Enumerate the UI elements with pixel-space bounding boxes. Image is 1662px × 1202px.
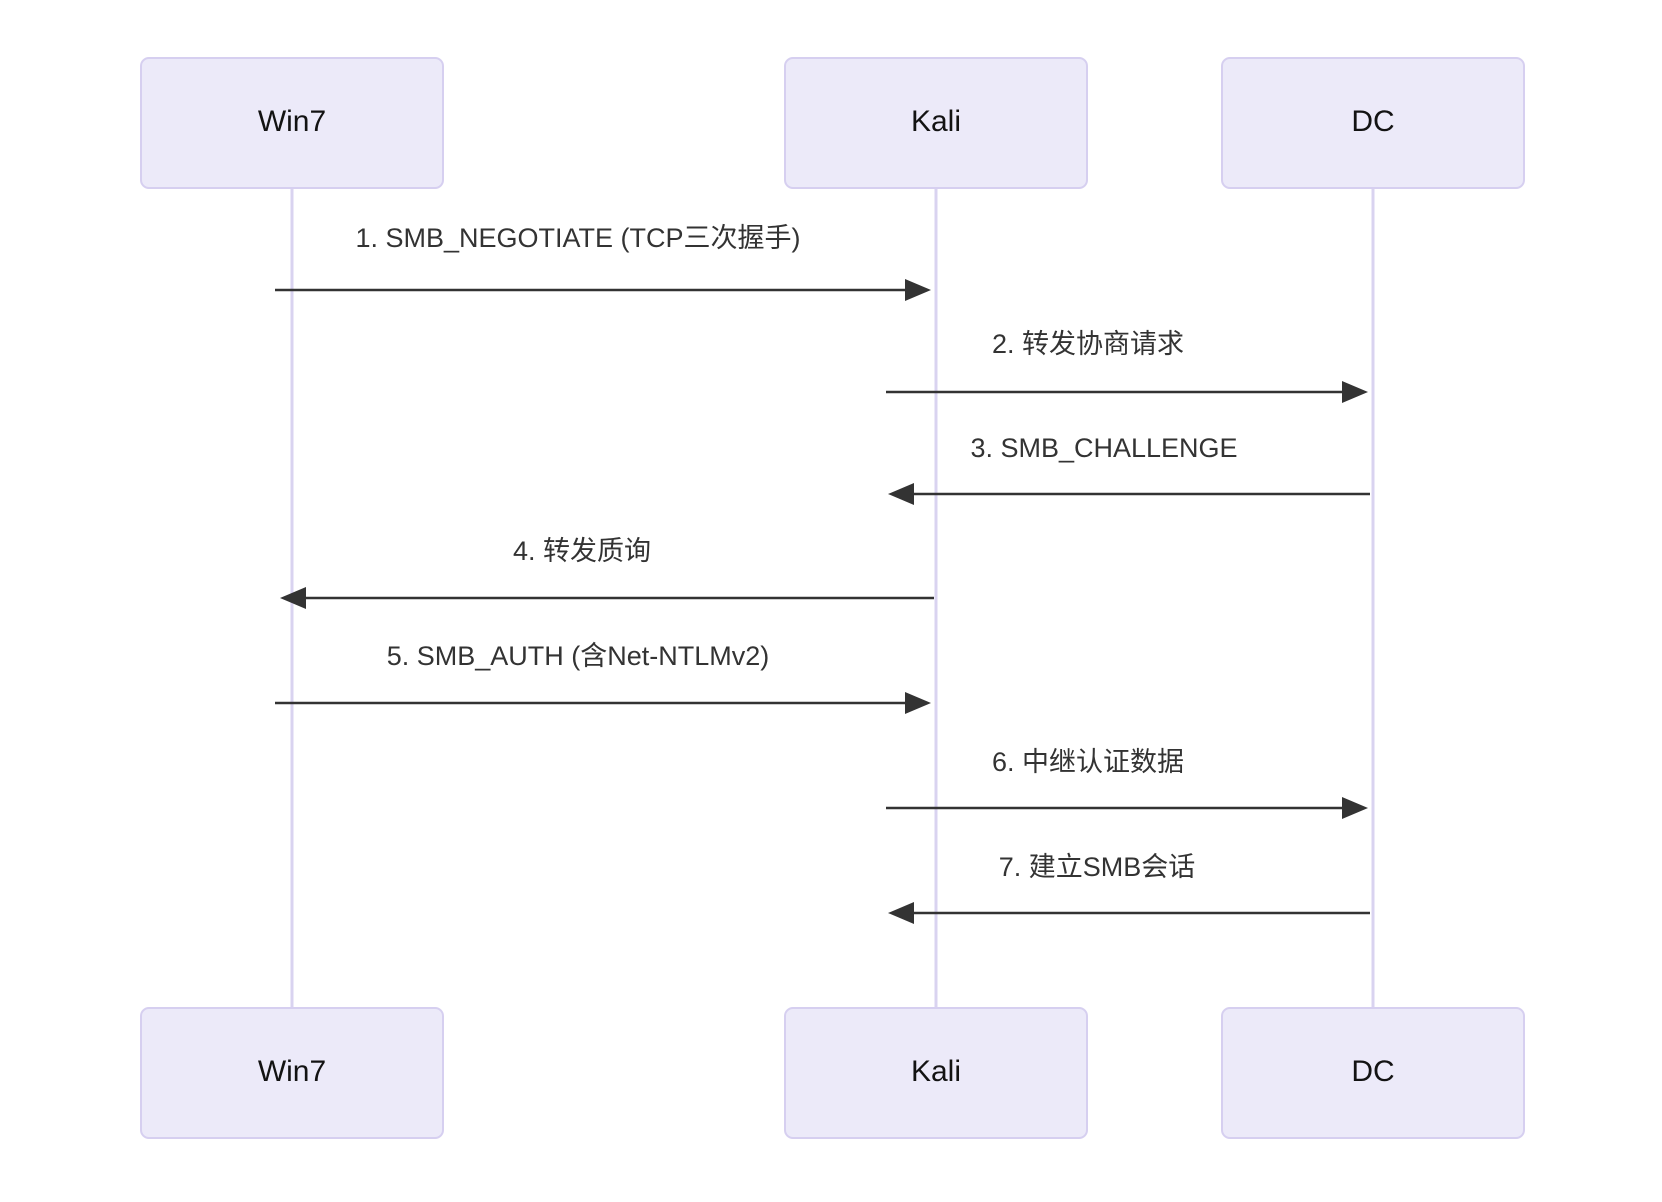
actor-rect-kali-top (784, 57, 1088, 189)
actor-label-kali-bottom: Kali (911, 1055, 961, 1088)
actor-label-kali-top: Kali (911, 105, 961, 138)
message-4[interactable]: 4. 转发质询 (280, 536, 934, 609)
message-2-arrowhead (1342, 381, 1368, 403)
message-5-arrowhead (905, 692, 931, 714)
message-3-arrowhead (888, 483, 914, 505)
message-3[interactable]: 3. SMB_CHALLENGE (888, 433, 1370, 505)
message-3-label: 3. SMB_CHALLENGE (970, 433, 1237, 463)
actor-box-dc-top[interactable]: DC (1221, 57, 1525, 189)
actor-label-dc-bottom: DC (1351, 1055, 1394, 1088)
actor-box-kali-top[interactable]: Kali (784, 57, 1088, 189)
message-7-label: 7. 建立SMB会话 (999, 852, 1196, 882)
message-5-label: 5. SMB_AUTH (含Net-NTLMv2) (387, 641, 770, 671)
message-6-arrowhead (1342, 797, 1368, 819)
actor-rect-dc-top (1221, 57, 1525, 189)
message-6[interactable]: 6. 中继认证数据 (886, 747, 1368, 819)
message-5[interactable]: 5. SMB_AUTH (含Net-NTLMv2) (275, 641, 931, 714)
actor-rect-win7-bottom (140, 1007, 444, 1139)
actor-rect-dc-bottom (1221, 1007, 1525, 1139)
message-7-arrowhead (888, 902, 914, 924)
message-1[interactable]: 1. SMB_NEGOTIATE (TCP三次握手) (275, 223, 931, 301)
actor-rect-kali-bottom (784, 1007, 1088, 1139)
message-2[interactable]: 2. 转发协商请求 (886, 329, 1368, 403)
message-1-label: 1. SMB_NEGOTIATE (TCP三次握手) (355, 223, 800, 253)
message-7[interactable]: 7. 建立SMB会话 (888, 852, 1370, 924)
message-6-label: 6. 中继认证数据 (992, 747, 1184, 777)
message-4-label: 4. 转发质询 (513, 536, 651, 566)
message-1-arrowhead (905, 279, 931, 301)
actor-label-dc-top: DC (1351, 105, 1394, 138)
actor-label-win7-bottom: Win7 (258, 1055, 326, 1088)
actor-rect-win7-top (140, 57, 444, 189)
actor-box-dc-bottom[interactable]: DC (1221, 1007, 1525, 1139)
actor-box-win7-top[interactable]: Win7 (140, 57, 444, 189)
actor-box-kali-bottom[interactable]: Kali (784, 1007, 1088, 1139)
message-2-label: 2. 转发协商请求 (992, 329, 1184, 359)
actor-box-win7-bottom[interactable]: Win7 (140, 1007, 444, 1139)
actor-label-win7-top: Win7 (258, 105, 326, 138)
message-4-arrowhead (280, 587, 306, 609)
